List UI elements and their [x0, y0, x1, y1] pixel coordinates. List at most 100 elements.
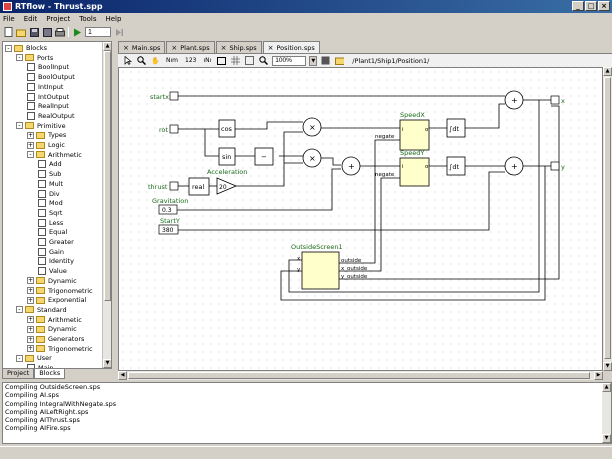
expand-icon[interactable]: +: [27, 131, 34, 139]
add-block-y[interactable]: +: [504, 156, 524, 176]
tree-folder[interactable]: -Ports: [16, 53, 53, 63]
close-tab-icon[interactable]: ×: [220, 43, 227, 52]
output-log[interactable]: Compiling OutsideScreen.sps Compiling AI…: [2, 382, 612, 444]
grid-icon[interactable]: [230, 55, 241, 66]
scroll-down-icon[interactable]: ▼: [103, 359, 111, 368]
tree-item[interactable]: RealInput: [27, 101, 69, 111]
close-tab-icon[interactable]: ×: [123, 43, 129, 52]
chevron-down-icon[interactable]: ▼: [309, 55, 318, 66]
scroll-right-icon[interactable]: ▶: [594, 371, 603, 380]
real-block[interactable]: real: [188, 177, 210, 196]
collapse-icon[interactable]: -: [27, 151, 34, 159]
tree-item[interactable]: IntOutput: [27, 92, 69, 102]
open-folder-icon[interactable]: [16, 27, 26, 37]
tree-folder[interactable]: +Trigonometric: [27, 286, 93, 296]
fit-view-icon[interactable]: [244, 55, 255, 66]
menu-file[interactable]: File: [3, 15, 15, 23]
add-block-gravity[interactable]: +: [341, 156, 361, 176]
outside-screen-block[interactable]: OutsideScreen1 x y outside x_outside y_o…: [291, 243, 368, 290]
scroll-down-icon[interactable]: ▼: [602, 434, 611, 443]
number-sub-button[interactable]: ıNı: [203, 57, 212, 64]
tree-item[interactable]: Gain: [38, 247, 64, 257]
close-tab-icon[interactable]: ×: [171, 43, 178, 52]
collapse-icon[interactable]: -: [16, 122, 23, 130]
scroll-up-icon[interactable]: ▲: [602, 383, 611, 392]
tree-item[interactable]: Value: [38, 266, 67, 276]
number-format-button[interactable]: Nım: [166, 57, 178, 64]
input-port-thrust[interactable]: thrust: [148, 181, 179, 191]
output-port-x[interactable]: x: [550, 95, 565, 105]
expand-icon[interactable]: +: [27, 316, 34, 324]
frame-icon[interactable]: [216, 55, 227, 66]
integrator-block-y[interactable]: ∫dt: [446, 156, 466, 176]
tree-folder[interactable]: +Logic: [27, 140, 65, 150]
zoom-icon[interactable]: [136, 55, 147, 66]
multiply-block-bottom[interactable]: ×: [302, 148, 322, 168]
tree-scroll-thumb[interactable]: [104, 51, 111, 301]
canvas-vscroll-thumb[interactable]: [604, 77, 611, 359]
output-port-y[interactable]: y: [550, 161, 565, 171]
tree-folder[interactable]: -User: [16, 353, 52, 363]
new-file-icon[interactable]: [3, 27, 13, 37]
number-123-button[interactable]: 123: [185, 57, 197, 64]
scroll-left-icon[interactable]: ◀: [118, 371, 127, 380]
collapse-icon[interactable]: -: [16, 306, 23, 314]
up-folder-icon[interactable]: [334, 55, 345, 66]
tree-item[interactable]: Less: [38, 218, 63, 228]
tab-position-sps[interactable]: ×Position.sps: [262, 41, 320, 54]
menu-help[interactable]: Help: [105, 15, 122, 23]
menu-tools[interactable]: Tools: [79, 15, 97, 23]
maximize-button[interactable]: □: [585, 1, 597, 11]
output-scrollbar[interactable]: ▲ ▼: [602, 383, 611, 443]
canvas-hscroll-thumb[interactable]: [128, 372, 590, 379]
negate-block[interactable]: −: [254, 147, 274, 166]
speedx-block[interactable]: SpeedX i o negate: [375, 111, 430, 151]
save-icon[interactable]: [29, 27, 39, 37]
expand-icon[interactable]: +: [27, 345, 34, 353]
tree-folder[interactable]: +Exponential: [27, 295, 86, 305]
gravitation-value[interactable]: Gravitation 0.3: [152, 197, 188, 215]
tree-item[interactable]: Mod: [38, 198, 63, 208]
zoom-in-icon[interactable]: [320, 55, 331, 66]
play-icon[interactable]: [72, 27, 82, 37]
scroll-down-icon[interactable]: ▼: [603, 362, 612, 371]
sin-block[interactable]: sin: [218, 147, 236, 166]
tree-item[interactable]: Div: [38, 189, 60, 199]
tab-plant-sps[interactable]: ×Plant.sps: [166, 41, 215, 53]
diagram-svg[interactable]: startx rot thrust cos sin − real: [119, 68, 603, 371]
print-icon[interactable]: [55, 27, 65, 37]
tree-item[interactable]: BoolInput: [27, 62, 69, 72]
scroll-up-icon[interactable]: ▲: [603, 67, 612, 76]
tree-folder[interactable]: +Dynamic: [27, 324, 77, 334]
close-tab-icon[interactable]: ×: [267, 44, 274, 52]
pointer-icon[interactable]: [122, 55, 133, 66]
tree-item[interactable]: Sqrt: [38, 208, 62, 218]
diagram-canvas[interactable]: startx rot thrust cos sin − real: [118, 67, 603, 371]
tree-item[interactable]: Identity: [38, 256, 74, 266]
hand-pan-icon[interactable]: ✋: [151, 56, 160, 65]
tree-folder[interactable]: -Primitive: [16, 121, 66, 131]
collapse-icon[interactable]: -: [5, 44, 12, 52]
integrator-block-x[interactable]: ∫dt: [446, 118, 466, 138]
tab-blocks[interactable]: Blocks: [34, 369, 66, 379]
menu-project[interactable]: Project: [46, 15, 71, 23]
tree-item[interactable]: Add: [38, 159, 62, 169]
zoom-input[interactable]: [272, 55, 307, 66]
cos-block[interactable]: cos: [218, 119, 236, 138]
close-button[interactable]: ×: [598, 1, 610, 11]
tree-folder[interactable]: -Blocks: [5, 43, 47, 53]
tree-item[interactable]: Equal: [38, 227, 67, 237]
canvas-horizontal-scrollbar[interactable]: ◀ ▶: [118, 371, 603, 380]
expand-icon[interactable]: +: [27, 335, 34, 343]
gain-block[interactable]: Acceleration 20: [207, 168, 247, 195]
skip-end-icon[interactable]: [114, 27, 124, 37]
collapse-icon[interactable]: -: [16, 354, 23, 362]
zoom-view-icon[interactable]: [258, 55, 269, 66]
tab-main-sps[interactable]: ×Main.sps: [118, 41, 166, 53]
menu-edit[interactable]: Edit: [23, 15, 38, 23]
save-all-icon[interactable]: [42, 27, 52, 37]
tree-folder[interactable]: +Arithmetic: [27, 315, 82, 325]
tree-folder[interactable]: +Dynamic: [27, 276, 77, 286]
tree-item[interactable]: Main: [27, 363, 54, 368]
tree-folder[interactable]: +Types: [27, 130, 66, 140]
